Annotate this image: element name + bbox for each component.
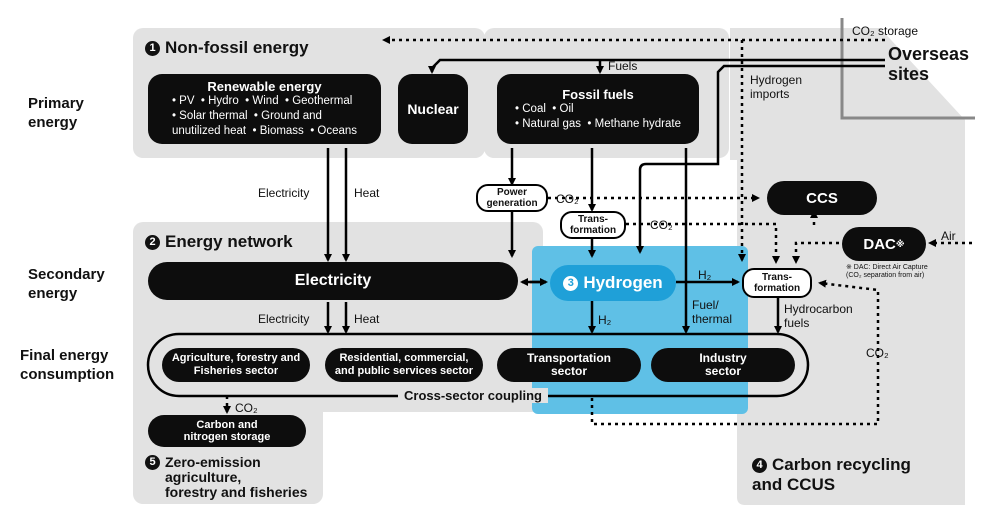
renewable-energy-node: Renewable energy • PV • Hydro • Wind • G… — [148, 74, 381, 144]
renewable-energy-items: • PV • Hydro • Wind • Geothermal • Solar… — [171, 95, 358, 137]
fossil-fuels-items: • Coal • Oil • Natural gas • Methane hyd… — [515, 102, 681, 130]
dac-node: DAC※ — [842, 227, 926, 261]
heat-label-top: Heat — [354, 186, 380, 200]
hydrocarbon-fuels-label: Hydrocarbon fuels — [784, 302, 853, 330]
co2-label-agri: CO₂ — [235, 401, 258, 415]
section-number-3: 3 — [563, 275, 579, 291]
row-label-primary: Primary energy — [28, 95, 84, 131]
dac-footnote: ※ DAC: Direct Air Capture (CO₂ separatio… — [846, 264, 928, 279]
air-label: Air — [941, 229, 956, 243]
section-number-4: 4 — [752, 458, 767, 473]
electricity-label-top: Electricity — [258, 186, 310, 200]
hydrogen-title: Hydrogen — [583, 273, 663, 292]
co2-label-power: CO₂ — [556, 192, 579, 206]
row-label-final: Final energy consumption — [20, 347, 115, 383]
section-number-1: 1 — [145, 41, 160, 56]
electricity-label-bottom: Electricity — [258, 312, 310, 326]
fuels-label: Fuels — [608, 59, 638, 73]
co2-storage-label: CO₂ storage — [852, 24, 919, 38]
power-generation-node: Power generation — [476, 184, 548, 212]
transportation-sector-node: Transportation sector — [497, 348, 641, 382]
residential-sector-node: Residential, commercial, and public serv… — [325, 348, 483, 382]
hydrogen-imports-label: Hydrogen imports — [750, 73, 803, 101]
row-label-secondary: Secondary energy — [28, 266, 105, 302]
agriculture-sector-node: Agriculture, forestry and Fisheries sect… — [162, 348, 310, 382]
cross-sector-coupling-label: Cross-sector coupling — [398, 388, 548, 403]
fossil-fuels-title: Fossil fuels — [562, 86, 634, 102]
transformation-node-ccus: Trans- formation — [742, 268, 812, 298]
h2-label-right: H₂ — [698, 268, 712, 282]
co2-label-transformation: CO₂ — [650, 218, 673, 232]
fossil-fuels-node: Fossil fuels • Coal • Oil • Natural gas … — [497, 74, 699, 144]
section-number-2: 2 — [145, 235, 160, 250]
industry-sector-node: Industry sector — [651, 348, 795, 382]
carbon-nitrogen-storage-node: Carbon and nitrogen storage — [148, 415, 306, 447]
heat-label-bottom: Heat — [354, 312, 380, 326]
section-number-5: 5 — [145, 455, 160, 470]
h2-label-down: H₂ — [598, 313, 612, 327]
renewable-energy-title: Renewable energy — [207, 79, 322, 94]
nuclear-node: Nuclear — [398, 74, 468, 144]
transformation-node-fossil: Trans- formation — [560, 211, 626, 239]
fuel-thermal-label: Fuel/ thermal — [692, 298, 733, 326]
electricity-node: Electricity — [148, 262, 518, 300]
dac-note-mark: ※ — [895, 238, 905, 249]
co2-label-recycle: CO₂ — [866, 346, 889, 360]
dac-label: DAC — [863, 235, 896, 253]
ccs-node: CCS — [767, 181, 877, 215]
overseas-sites-label: Overseas sites — [888, 44, 970, 84]
